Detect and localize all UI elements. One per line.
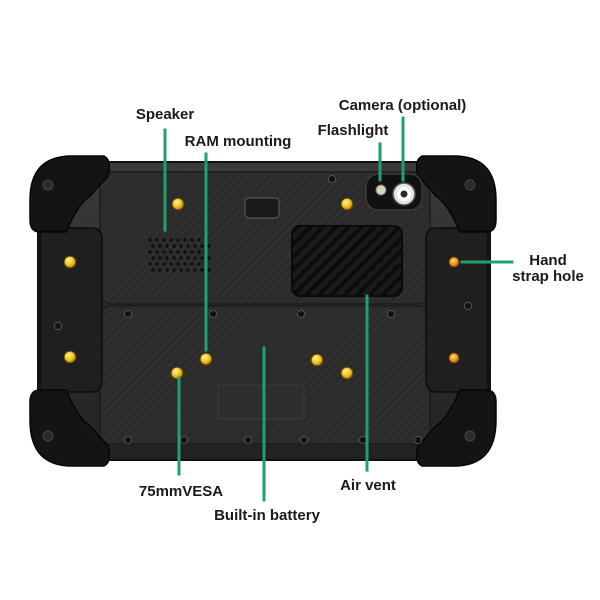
black-screw [179, 435, 189, 445]
speaker-hole [179, 256, 183, 260]
speaker-hole [158, 256, 162, 260]
side-rails [39, 227, 489, 393]
yellow-screws [63, 197, 354, 380]
speaker-hole [193, 268, 197, 272]
flashlight-icon [375, 184, 387, 196]
label-vesa: 75mmVESA [138, 483, 224, 500]
speaker-hole [207, 268, 211, 272]
black-screw [53, 321, 63, 331]
black-screw [299, 435, 309, 445]
speaker-hole [172, 256, 176, 260]
speaker-hole [179, 268, 183, 272]
speaker-hole [186, 256, 190, 260]
yellow-screw [63, 350, 77, 364]
speaker-hole [197, 262, 201, 266]
black-screw [123, 435, 133, 445]
strap-screw [448, 352, 460, 364]
speaker-hole [162, 238, 166, 242]
speaker-hole [162, 250, 166, 254]
speaker-hole [183, 262, 187, 266]
speaker-hole [151, 268, 155, 272]
black-screw [386, 309, 396, 319]
speaker-hole [172, 268, 176, 272]
camera-lens-icon [392, 182, 416, 206]
speaker-hole [162, 262, 166, 266]
speaker-hole [207, 256, 211, 260]
speaker-hole [148, 250, 152, 254]
speaker-hole [176, 262, 180, 266]
hand-strap-screws [448, 256, 460, 364]
slot-recess [244, 197, 280, 219]
black-screw [123, 309, 133, 319]
speaker-hole [193, 244, 197, 248]
yellow-screw [199, 352, 213, 366]
yellow-screw [171, 197, 185, 211]
air-vent [291, 225, 403, 297]
black-screw [327, 174, 337, 184]
speaker-hole [176, 238, 180, 242]
yellow-screw [340, 366, 354, 380]
speaker-hole [183, 250, 187, 254]
speaker-hole [148, 262, 152, 266]
black-screw [463, 301, 473, 311]
yellow-screw [170, 366, 184, 380]
black-screw [208, 309, 218, 319]
black-screw [296, 309, 306, 319]
speaker-hole [186, 268, 190, 272]
speaker-hole [169, 238, 173, 242]
speaker-hole [148, 238, 152, 242]
label-hand-strap-line2: strap hole [512, 268, 584, 285]
speaker-hole [151, 256, 155, 260]
yellow-screw [63, 255, 77, 269]
battery-label-area [217, 384, 305, 420]
speaker-hole [200, 256, 204, 260]
speaker-hole [169, 250, 173, 254]
leader-lines [163, 116, 514, 502]
speaker-hole [186, 244, 190, 248]
label-ram-mounting: RAM mounting [184, 133, 292, 150]
speaker-hole [158, 268, 162, 272]
speaker-hole [155, 250, 159, 254]
corner-bumpers [29, 155, 497, 467]
strap-screw [448, 256, 460, 268]
speaker-hole [200, 244, 204, 248]
speaker-hole [197, 238, 201, 242]
label-speaker: Speaker [135, 106, 195, 123]
speaker-hole [197, 250, 201, 254]
speaker-hole [200, 268, 204, 272]
speaker-hole [155, 238, 159, 242]
speaker-hole [176, 250, 180, 254]
speaker-hole [179, 244, 183, 248]
label-battery: Built-in battery [214, 507, 320, 524]
speaker-hole [190, 250, 194, 254]
speaker-hole [190, 238, 194, 242]
speaker-hole [190, 262, 194, 266]
speaker-hole [172, 244, 176, 248]
speaker-hole [193, 256, 197, 260]
yellow-screw [340, 197, 354, 211]
speaker-hole [165, 268, 169, 272]
black-screws [53, 174, 473, 445]
speaker-hole [151, 244, 155, 248]
label-hand-strap-line1: Hand [529, 252, 567, 269]
label-flashlight: Flashlight [317, 122, 389, 139]
speaker-grille [148, 238, 211, 272]
black-screw [413, 435, 423, 445]
yellow-screw [310, 353, 324, 367]
speaker-hole [155, 262, 159, 266]
speaker-hole [207, 244, 211, 248]
speaker-hole [169, 262, 173, 266]
label-air-vent: Air vent [340, 477, 396, 494]
black-screw [243, 435, 253, 445]
speaker-hole [165, 244, 169, 248]
speaker-hole [158, 244, 162, 248]
label-camera: Camera (optional) [338, 97, 467, 114]
speaker-hole [165, 256, 169, 260]
speaker-hole [183, 238, 187, 242]
